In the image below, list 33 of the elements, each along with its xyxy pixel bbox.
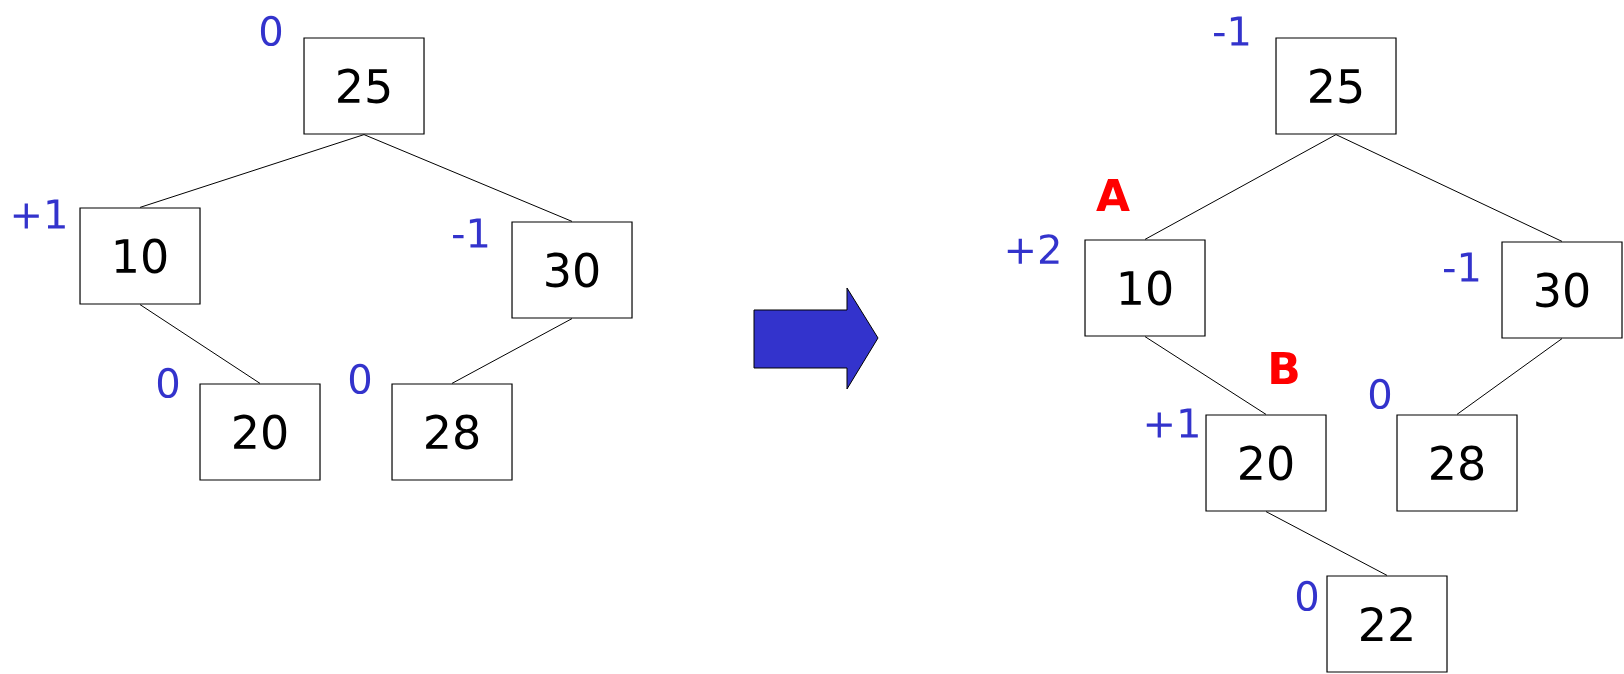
balance-factor: -1 bbox=[1444, 252, 1479, 282]
balance-factor: +1 bbox=[1146, 408, 1198, 438]
tree-edge bbox=[139, 134, 365, 208]
tree-node-box: 28 bbox=[1396, 414, 1518, 512]
node-marker: A bbox=[1096, 178, 1130, 212]
tree-edge bbox=[1335, 134, 1563, 242]
tree-node-box: 20 bbox=[199, 383, 321, 481]
balance-factor: 0 bbox=[1369, 378, 1391, 410]
tree-node-box: 25 bbox=[303, 37, 425, 135]
tree-node-box: 30 bbox=[1501, 241, 1623, 339]
tree-edge bbox=[1456, 338, 1563, 415]
tree-edge bbox=[1144, 336, 1267, 415]
tree-node-box: 28 bbox=[391, 383, 513, 481]
tree-edge bbox=[1265, 511, 1388, 576]
balance-factor: 0 bbox=[260, 15, 282, 47]
balance-factor: -1 bbox=[1214, 16, 1249, 46]
balance-factor: +2 bbox=[1007, 234, 1059, 264]
tree-node-box: 20 bbox=[1205, 414, 1327, 512]
tree-node-box: 25 bbox=[1275, 37, 1397, 135]
tree-edge bbox=[1144, 134, 1337, 240]
balance-factor: +1 bbox=[13, 199, 65, 229]
tree-edge bbox=[363, 134, 573, 222]
node-marker: B bbox=[1271, 351, 1298, 385]
tree-edge bbox=[451, 318, 573, 384]
tree-node-box: 30 bbox=[511, 221, 633, 319]
balance-factor: -1 bbox=[453, 218, 488, 248]
balance-factor: 0 bbox=[1296, 580, 1318, 612]
tree-node-box: 10 bbox=[79, 207, 201, 305]
tree-node-box: 10 bbox=[1084, 239, 1206, 337]
tree-edge bbox=[139, 304, 261, 384]
balance-factor: 0 bbox=[349, 363, 371, 395]
tree-node-box: 22 bbox=[1326, 575, 1448, 673]
balance-factor: 0 bbox=[157, 367, 179, 399]
